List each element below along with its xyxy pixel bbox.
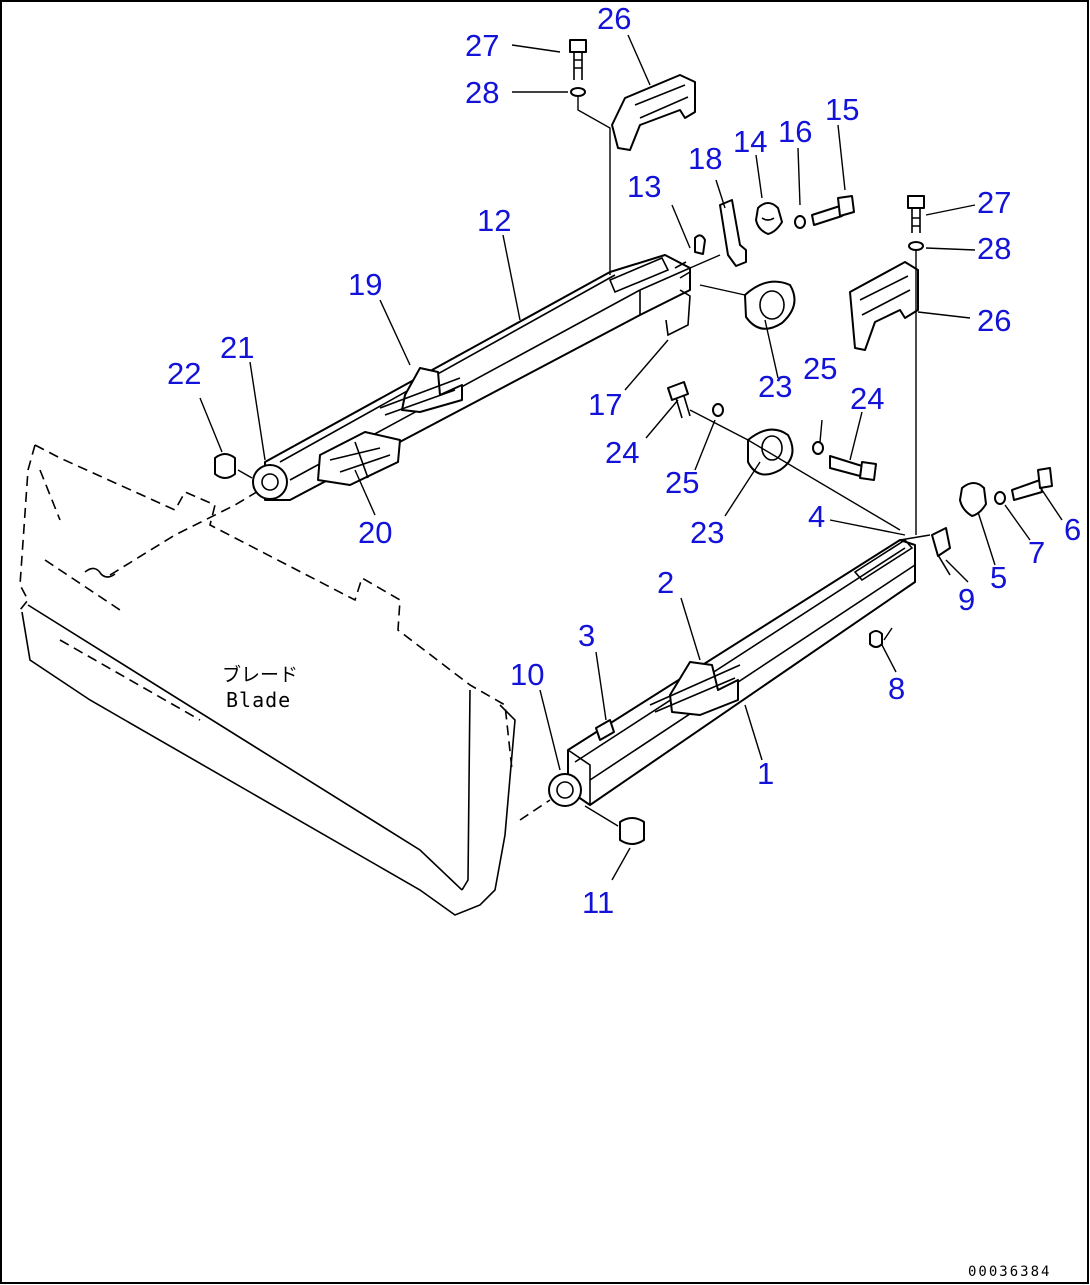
callout-11: 11 (582, 885, 614, 920)
blade-label-en: Blade (226, 688, 291, 712)
callout-13: 13 (627, 169, 661, 204)
callout-3: 3 (578, 618, 595, 653)
callout-24-left: 24 (605, 435, 639, 470)
lower-fittings (667, 381, 901, 531)
callout-7: 7 (1028, 535, 1045, 570)
top-bracket (569, 39, 696, 275)
blade: ブレード Blade (19, 444, 516, 916)
callout-27-top: 27 (465, 28, 499, 63)
drawing-code: 00036384 (968, 1264, 1051, 1280)
callout-labels: 27 26 28 15 14 16 18 13 12 27 28 19 26 2… (167, 1, 1081, 920)
callout-16: 16 (778, 114, 812, 149)
callout-27-right: 27 (977, 185, 1011, 220)
blade-label-jp: ブレード (222, 663, 298, 686)
callout-28-top: 28 (465, 75, 499, 110)
callout-8: 8 (888, 671, 905, 706)
right-fittings (869, 467, 1053, 648)
callout-28-right: 28 (977, 231, 1011, 266)
callout-26-top: 26 (597, 1, 631, 36)
callout-25-lower: 25 (665, 465, 699, 500)
right-bracket (849, 195, 925, 535)
callout-9: 9 (958, 582, 975, 617)
callout-10: 10 (510, 657, 544, 692)
callout-22: 22 (167, 356, 201, 391)
callout-23-lower: 23 (690, 515, 724, 550)
leader-lines (199, 34, 1063, 881)
callout-15: 15 (825, 92, 859, 127)
callout-2: 2 (657, 565, 674, 600)
callout-26-right: 26 (977, 303, 1011, 338)
callout-18: 18 (688, 141, 722, 176)
callout-20: 20 (358, 515, 392, 550)
callout-24-right: 24 (850, 381, 884, 416)
callout-21: 21 (220, 330, 254, 365)
upper-fittings (689, 195, 855, 330)
callout-17: 17 (588, 387, 622, 422)
callout-12: 12 (477, 203, 511, 238)
callout-25-upper: 25 (803, 351, 837, 386)
callout-19: 19 (348, 267, 382, 302)
callout-14: 14 (733, 124, 767, 159)
callout-5: 5 (990, 560, 1007, 595)
callout-4: 4 (808, 499, 825, 534)
lower-arm (519, 538, 916, 845)
callout-1: 1 (757, 756, 774, 791)
callout-6: 6 (1064, 512, 1081, 547)
callout-23-upper: 23 (758, 369, 792, 404)
upper-arm (214, 234, 706, 501)
